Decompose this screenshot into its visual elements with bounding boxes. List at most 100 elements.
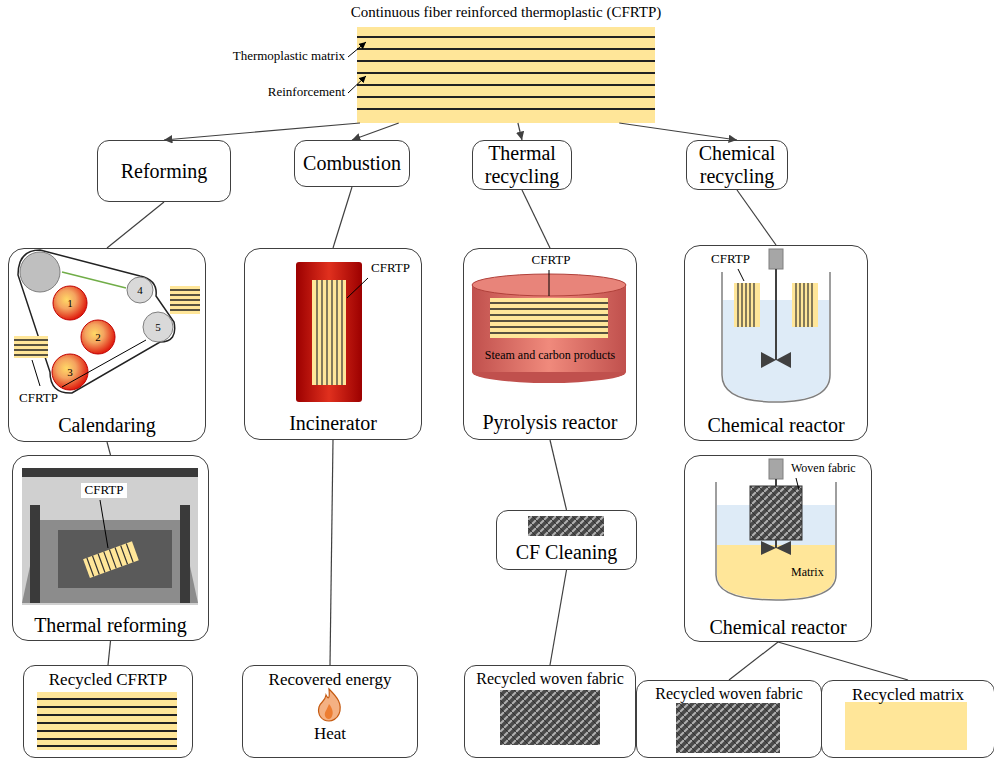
illustration-part — [18, 250, 175, 393]
illustration-part — [22, 468, 198, 477]
node-text: Chemical reactor — [687, 414, 865, 437]
category-box: Thermal recycling — [472, 140, 572, 190]
node-text: Pyrolysis reactor — [466, 411, 634, 434]
node-text: Calendaring — [11, 414, 203, 437]
connector — [729, 642, 778, 680]
reactor-figure — [716, 459, 836, 600]
illustration-part — [22, 520, 198, 603]
illustration-part — [20, 252, 60, 292]
connector — [107, 202, 164, 248]
process-panel: CFRTPThermal reforming — [12, 455, 209, 641]
node-text: CFRTP — [81, 483, 127, 498]
connector — [778, 642, 908, 680]
illustration-part — [52, 354, 88, 390]
connector — [330, 440, 333, 665]
illustration-part — [348, 42, 366, 57]
pyrolysis-figure — [472, 270, 626, 383]
node-text: Steam and carbon products — [466, 349, 634, 363]
connector — [518, 123, 522, 140]
node-text: Matrix — [791, 566, 829, 580]
illustration-part — [30, 505, 40, 603]
illustration-part — [738, 269, 744, 281]
illustration-part — [319, 689, 341, 721]
illustration-part — [761, 541, 791, 555]
connector-group — [107, 202, 164, 248]
illustration-part — [347, 278, 368, 298]
calendaring-figure — [14, 250, 200, 393]
connector — [737, 190, 776, 245]
illustration-part — [769, 459, 783, 479]
node-text: Recycled woven fabric — [467, 670, 633, 688]
node-text: CFRTP — [19, 391, 69, 406]
callout-number: 5 — [150, 320, 166, 334]
node-text: CFRTP — [711, 252, 755, 267]
illustration-part — [87, 543, 133, 576]
connector-group — [107, 442, 111, 455]
connector-group — [333, 187, 352, 248]
illustration-part — [769, 249, 783, 269]
illustration-part — [127, 277, 153, 303]
illustration-part — [738, 283, 754, 327]
illustration-part — [775, 269, 777, 360]
callout-label: Reinforcement — [200, 85, 345, 100]
callout-number: 3 — [62, 365, 78, 379]
connector-group — [330, 440, 333, 665]
connector — [522, 190, 550, 248]
illustration-part — [796, 283, 812, 327]
callout-label: Thermoplastic matrix — [200, 49, 345, 64]
illustration-part — [62, 340, 146, 387]
output-box: Recycled woven fabric — [464, 665, 636, 758]
callout-number: 4 — [132, 283, 148, 297]
connector — [550, 440, 567, 510]
callout-number: 1 — [62, 296, 78, 310]
output-box: Recycled woven fabric — [636, 680, 822, 758]
illustration-part — [357, 37, 655, 109]
laminate-figure — [357, 27, 655, 123]
fabric-image — [528, 516, 604, 536]
process-panel: CFRTPSteam and carbon productsPyrolysis … — [463, 248, 637, 440]
illustration-part — [348, 76, 366, 93]
illustration-part — [490, 303, 608, 333]
illustration-part — [53, 286, 87, 320]
illustration-part — [180, 505, 190, 603]
illustration-part — [14, 340, 48, 355]
illustration-part — [37, 699, 177, 746]
process-panel: CFRTP Incinerator — [244, 248, 422, 440]
illustration-part — [325, 704, 333, 719]
callout-number: 2 — [90, 330, 106, 344]
node-text: Heat — [245, 724, 415, 744]
illustration-part — [100, 500, 108, 548]
illustration-part — [22, 468, 198, 605]
connector-group — [164, 123, 360, 140]
node-text: Incinerator — [247, 412, 419, 435]
illustration-part — [549, 270, 550, 296]
illustration-part — [317, 280, 342, 385]
output-box: Recycled CFRTP — [23, 665, 193, 758]
illustration-part — [83, 541, 139, 578]
illustration-part — [81, 320, 115, 354]
node-text: Recycled woven fabric — [639, 685, 819, 703]
node-text: Combustion — [301, 152, 403, 175]
node-text: Chemical reactor — [687, 616, 869, 639]
incinerator-figure — [296, 262, 368, 402]
category-box: Combustion — [294, 140, 410, 187]
output-images — [37, 689, 967, 753]
illustration-part — [312, 280, 346, 385]
illustration-part — [170, 290, 200, 310]
node-text: Woven fabric — [791, 462, 865, 476]
illustration-part — [170, 286, 200, 314]
illustration-part — [58, 530, 172, 588]
node-text: Chemical recycling — [693, 142, 781, 188]
connector-group — [729, 642, 778, 680]
connector-group — [737, 190, 776, 245]
node-text: CF Cleaning — [499, 541, 634, 564]
illustration-part — [490, 298, 608, 338]
illustration-part — [676, 703, 780, 753]
connector — [352, 123, 399, 140]
node-text: Thermal recycling — [479, 142, 565, 188]
node-text: CFRTP — [371, 261, 415, 276]
illustration-part — [143, 312, 173, 342]
category-box: Chemical recycling — [686, 140, 788, 190]
category-box: Reforming — [97, 140, 231, 202]
